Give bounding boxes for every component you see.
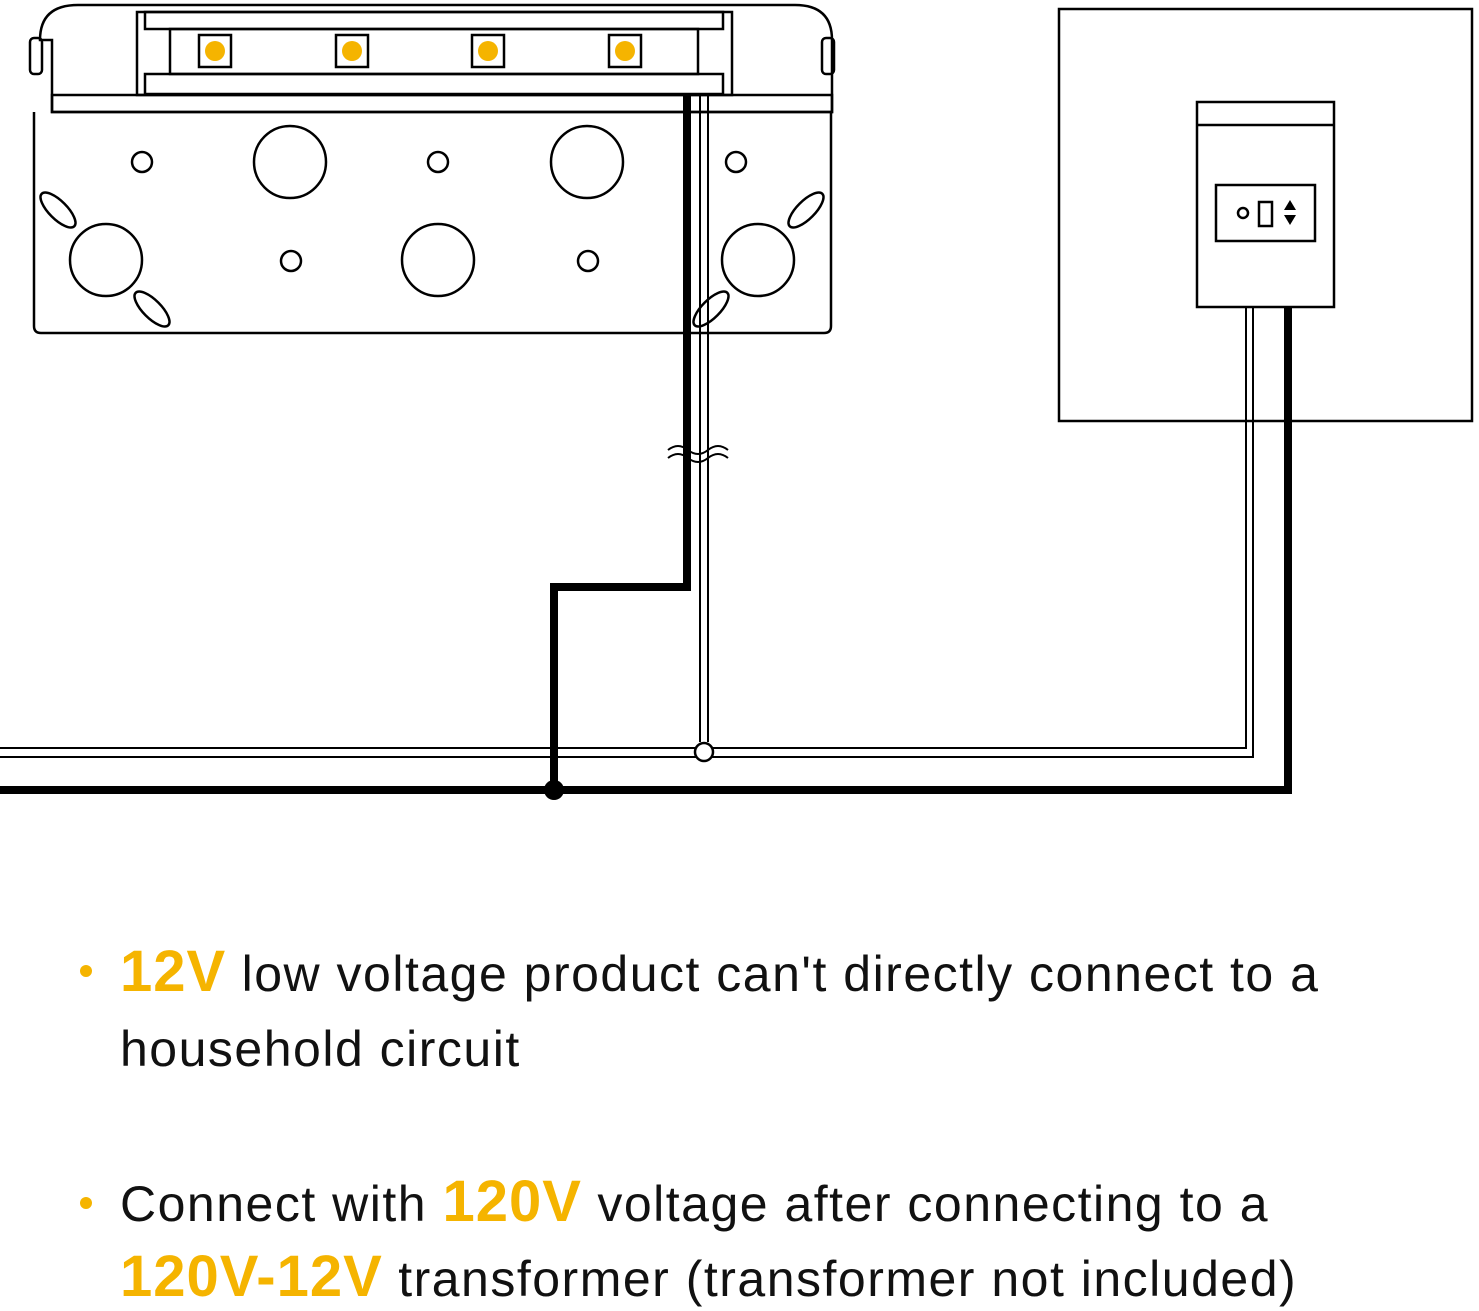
- note-text: transformer (transformer not included): [398, 1251, 1298, 1307]
- voltage-highlight: 120V-12V: [120, 1244, 383, 1309]
- note-1-line-2: household circuit: [120, 1020, 521, 1078]
- note-1-line-1: 12V low voltage product can't directly c…: [120, 938, 1319, 1005]
- note-2-line-1: Connect with 120V voltage after connecti…: [120, 1168, 1269, 1235]
- wire-junction-icon: [544, 741, 715, 800]
- wires: [0, 95, 1292, 794]
- voltage-highlight: 120V: [442, 1169, 582, 1234]
- led-row: [197, 33, 643, 69]
- bullet-dot-icon: [80, 965, 92, 977]
- wiring-diagram: [0, 3, 1474, 800]
- bullet-dot-icon: [80, 1197, 92, 1209]
- led-icon: [334, 33, 370, 69]
- note-2-line-2: 120V-12V transformer (transformer not in…: [120, 1243, 1297, 1310]
- mounting-holes: [39, 124, 825, 328]
- light-fixture: [28, 3, 836, 335]
- led-icon: [607, 33, 643, 69]
- note-text: voltage after connecting to a: [597, 1176, 1270, 1232]
- note-text: Connect with: [120, 1176, 428, 1232]
- note-text: low voltage product can't directly conne…: [241, 946, 1320, 1002]
- wall-plate: [1057, 7, 1474, 423]
- voltage-highlight: 12V: [120, 939, 227, 1004]
- note-text: household circuit: [120, 1021, 521, 1077]
- rocker-switch-icon: [1195, 100, 1336, 309]
- led-icon: [470, 33, 506, 69]
- led-icon: [197, 33, 233, 69]
